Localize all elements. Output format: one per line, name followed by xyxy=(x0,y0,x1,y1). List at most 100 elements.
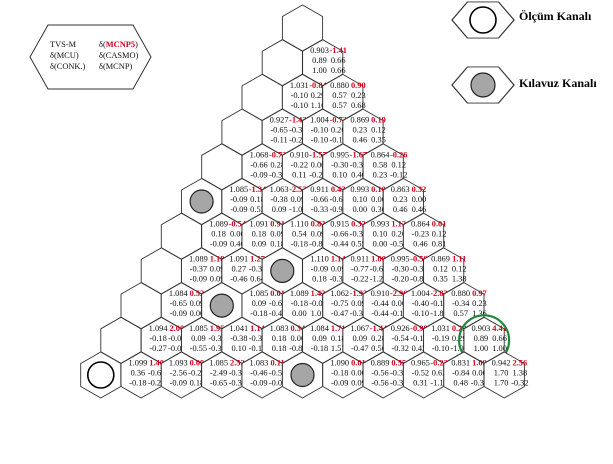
mcnp-deviation: -0.37 xyxy=(269,170,286,179)
mcnp5-deviation: -0.26 xyxy=(390,150,407,159)
casmo-deviation: 0.12 xyxy=(432,230,447,239)
casmo-deviation: 0.28 xyxy=(270,160,285,169)
conk-deviation: -0.20 xyxy=(391,274,408,283)
tvsm-value: 1.089 xyxy=(290,289,309,298)
tvsm-value: 0.926 xyxy=(391,324,410,333)
tvsm-value: 1.091 xyxy=(249,220,268,229)
mcu-deviation: -0.66 xyxy=(250,160,267,169)
tvsm-value: 1.068 xyxy=(250,150,269,159)
casmo-deviation: 0.12 xyxy=(391,160,406,169)
casmo-deviation: 0.23 xyxy=(351,91,366,100)
mcu-deviation: -0.30 xyxy=(331,160,348,169)
mcnp-deviation: -0.37 xyxy=(229,379,246,388)
conk-deviation: -0.09 xyxy=(170,379,187,388)
tvsm-value: 0.910 xyxy=(290,150,309,159)
tvsm-value: 1.063 xyxy=(270,185,289,194)
conk-deviation: -0.47 xyxy=(351,344,368,353)
mcnp-deviation: 0.55 xyxy=(250,205,265,214)
conk-deviation: 0.00 xyxy=(292,309,307,318)
tvsm-value: 1.031 xyxy=(290,81,309,90)
conk-deviation: -0.09 xyxy=(190,274,207,283)
mcu-deviation: -0.65 xyxy=(170,299,187,308)
casmo-deviation: 0.09 xyxy=(331,264,346,273)
mcnp5-deviation: 0.52 xyxy=(190,289,205,298)
conk-deviation: 1.00 xyxy=(312,66,327,75)
mcnp-deviation: 0.35 xyxy=(371,136,386,145)
mcnp5-deviation: -0.73 xyxy=(329,116,346,125)
mcnp5-deviation: -1.67 xyxy=(350,150,367,159)
mcu-deviation: -0.19 xyxy=(432,334,449,343)
mcu-deviation: -0.66 xyxy=(331,230,348,239)
mcu-deviation: 0.18 xyxy=(211,230,226,239)
mcu-deviation: -0.18 xyxy=(291,299,308,308)
mcnp5-deviation: 1.14 xyxy=(331,254,346,263)
mcnp-deviation: -0.09 xyxy=(269,379,286,388)
tvsm-value: 0.911 xyxy=(310,185,329,194)
mcnp5-deviation: 0.09 xyxy=(190,359,205,368)
mcnp5-deviation: 0.43 xyxy=(331,185,346,194)
tvsm-value: 1.110 xyxy=(310,254,329,263)
mcnp5-deviation: 0.11 xyxy=(270,359,284,368)
tvsm-value: 1.084 xyxy=(169,289,189,298)
conk-deviation: -0.10 xyxy=(311,136,328,145)
mcnp-deviation: -0.81 xyxy=(309,240,326,249)
casmo-deviation: -0.30 xyxy=(350,160,367,169)
conk-deviation: -0.18 xyxy=(129,379,146,388)
tvsm-value: 1.083 xyxy=(249,359,268,368)
mcnp-deviation: -0.22 xyxy=(289,136,306,145)
mcnp-deviation: -0.36 xyxy=(329,274,346,283)
tvsm-value: 0.995 xyxy=(330,150,349,159)
mcnp5-deviation: 0.32 xyxy=(412,185,427,194)
mcu-deviation: -0.09 xyxy=(311,264,328,273)
casmo-deviation: 0.00 xyxy=(351,369,366,378)
mcu-deviation: -0.38 xyxy=(270,195,287,204)
mcnp-deviation: -0.50 xyxy=(390,240,407,249)
mcnp-deviation: -0.46 xyxy=(269,309,286,318)
conk-deviation: -0.09 xyxy=(250,379,267,388)
mcu-deviation: -2.49 xyxy=(210,369,227,378)
guide-channel-circle xyxy=(270,258,295,283)
conk-deviation: -0.55 xyxy=(190,344,207,353)
conk-deviation: 0.10 xyxy=(231,344,246,353)
mcnp-deviation: -1.89 xyxy=(430,309,447,318)
fuel-cell: 0.927-1.43-0.65-0.32-0.11-0.22 xyxy=(261,108,307,156)
tvsm-value: 1.093 xyxy=(169,359,188,368)
conk-deviation: -0.32 xyxy=(391,344,408,353)
conk-deviation: -0.18 xyxy=(291,240,308,249)
guide-channel xyxy=(281,351,324,399)
tvsm-value: 1.089 xyxy=(209,220,228,229)
conk-deviation: 0.18 xyxy=(312,274,327,283)
mcu-deviation: -0.84 xyxy=(452,369,470,378)
mcnp-deviation: 0.46 xyxy=(412,205,427,214)
conk-deviation: 1.00 xyxy=(474,344,489,353)
casmo-deviation: 0.00 xyxy=(311,160,326,169)
conk-deviation: 1.70 xyxy=(494,379,509,388)
tvsm-value: 0.995 xyxy=(391,254,410,263)
casmo-deviation: 0.00 xyxy=(391,299,406,308)
guide-channel-circle xyxy=(290,362,315,388)
mcu-deviation: 0.58 xyxy=(373,160,388,169)
measurement-channel-label: Ölçüm Kanalı xyxy=(519,9,592,23)
mcnp-deviation: -1.07 xyxy=(450,344,467,353)
mcnp5-deviation: 2.52 xyxy=(230,359,245,368)
casmo-deviation: -0.66 xyxy=(370,264,387,273)
casmo-deviation: 1.38 xyxy=(512,369,527,378)
casmo-deviation: 0.09 xyxy=(210,264,225,273)
mcu-deviation: -0.18 xyxy=(331,369,348,378)
key-hexagon xyxy=(29,24,152,90)
mcnp-deviation: -0.09 xyxy=(168,344,185,353)
mcnp-deviation: 0.66 xyxy=(331,66,346,75)
tvsm-value: 0.864 xyxy=(371,150,391,159)
tvsm-value: 0.869 xyxy=(350,116,369,125)
conk-deviation: 0.18 xyxy=(272,344,287,353)
mcnp5-deviation: 0.34 xyxy=(290,324,305,333)
mcnp5-deviation: 0.01 xyxy=(270,289,285,298)
mcnp5-deviation: 0.32 xyxy=(351,220,366,229)
